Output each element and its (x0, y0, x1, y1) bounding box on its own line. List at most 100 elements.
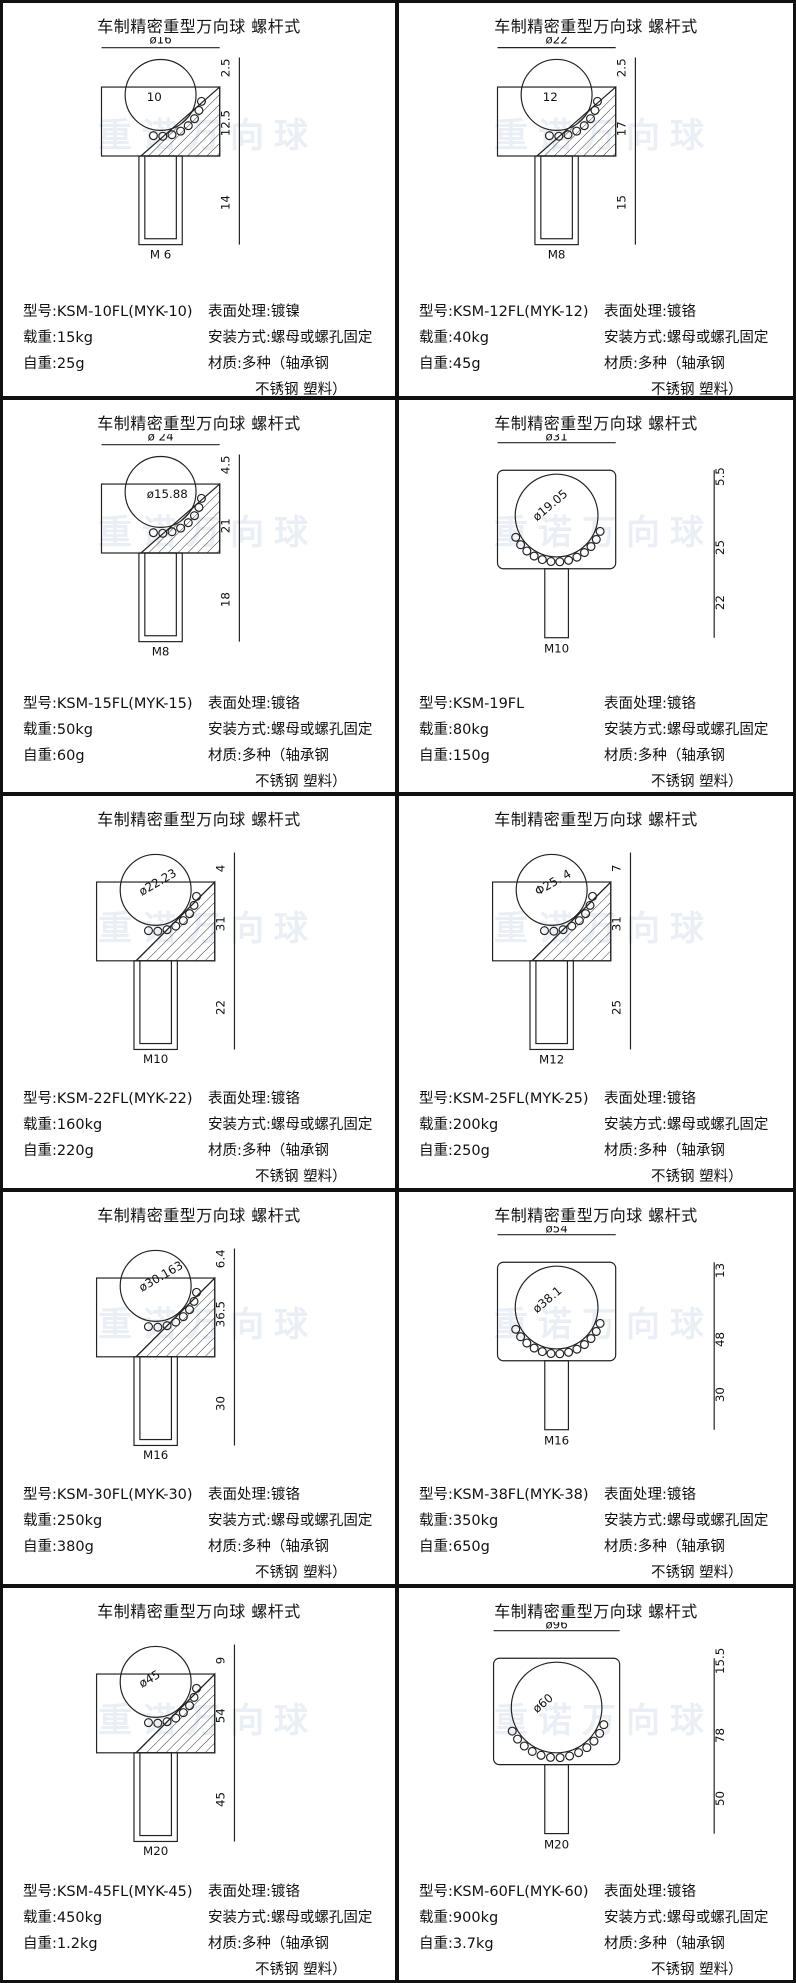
bearing-ball (194, 105, 204, 115)
spec-field: 表面处理:镀铬 (604, 1482, 696, 1508)
spec-field: 材质:多种（轴承钢 (604, 1138, 725, 1164)
spec-field: 自重:220g (23, 1138, 94, 1164)
ball (515, 853, 588, 926)
spec-line: 不锈钢 塑料） (23, 1560, 391, 1584)
ball (119, 853, 192, 926)
base-diameter-label: ø44 (145, 1462, 167, 1464)
body-height-label: 25 (713, 540, 727, 555)
spec-field: 载重:350kg (419, 1508, 498, 1534)
install-value: 螺母或螺孔固定 (666, 1910, 769, 1926)
material-label: 材质: (208, 1143, 242, 1159)
bearing-ball (545, 1752, 556, 1762)
ball (119, 1249, 192, 1322)
bearing-ball (143, 1718, 154, 1728)
spec-field: 安装方式:螺母或螺孔固定 (208, 325, 372, 351)
spec-field: 材质:多种（轴承钢 (604, 351, 725, 377)
bearing-ball (189, 1692, 199, 1702)
material-continued: 不锈钢 塑料） (651, 382, 743, 398)
weight-value: 220g (56, 1143, 94, 1159)
spec-field: 材质:多种（轴承钢 (208, 1931, 329, 1957)
bearing-ball (590, 105, 600, 115)
bearing-ball (522, 546, 532, 556)
bearing-ball (183, 121, 193, 131)
bearing-ball (572, 552, 582, 562)
load-label: 载重: (23, 722, 57, 738)
bearing-ball (191, 1287, 202, 1297)
material-label: 材质: (208, 1539, 242, 1555)
install-label: 安装方式: (604, 722, 667, 738)
spec-line: 不锈钢 塑料） (23, 1164, 391, 1188)
material-value: 多种（轴承钢 (637, 1143, 725, 1159)
product-card: 车制精密重型万向球 螺杆式重诺万向球Φ25. 473125M12ø38型号:KS… (396, 793, 796, 1191)
install-label: 安装方式: (208, 330, 271, 346)
bearing-ball (537, 555, 547, 565)
material-value: 多种（轴承钢 (637, 748, 725, 764)
spec-field: 载重:250kg (23, 1508, 102, 1534)
bearing-ball (599, 1720, 609, 1730)
body-height-label: 31 (214, 916, 228, 931)
bearing-ball (572, 126, 582, 136)
surface-label: 表面处理: (208, 304, 271, 320)
spec-line: 不锈钢 塑料） (419, 1560, 789, 1584)
spec-field: 型号:KSM-60FL(MYK-60) (419, 1879, 589, 1905)
product-title: 车制精密重型万向球 螺杆式 (97, 414, 301, 433)
material-value: 多种（轴承钢 (241, 748, 329, 764)
install-value: 螺母或螺孔固定 (666, 1117, 769, 1133)
product-title: 车制精密重型万向球 螺杆式 (97, 17, 301, 36)
bearing-ball (178, 916, 188, 926)
bearing-ball (595, 1318, 605, 1328)
spec-field: 材质:多种（轴承钢 (208, 1534, 329, 1560)
product-card: 车制精密重型万向球 螺杆式重诺万向球ø30.1636.436.530M16ø44… (0, 1189, 398, 1587)
bearing-ball (592, 96, 602, 106)
spec-field: 自重:45g (419, 351, 481, 377)
spec-field: 表面处理:镀铬 (604, 1879, 696, 1905)
load-value: 250kg (56, 1513, 103, 1529)
bearing-ball (511, 532, 521, 542)
model-label: 型号: (419, 304, 453, 320)
spec-line: 型号:KSM-60FL(MYK-60) 表面处理:镀铬 (419, 1879, 789, 1905)
install-value: 螺母或螺孔固定 (666, 1513, 769, 1529)
stud-length-label: 22 (214, 1000, 228, 1015)
weight-value: 250g (452, 1143, 490, 1159)
bearing-ball (191, 1683, 202, 1693)
bearing-ball (148, 528, 158, 538)
housing-body (492, 1657, 621, 1766)
stud-length-label: 15 (615, 195, 629, 210)
spec-field: 载重:40kg (419, 325, 489, 351)
bearing-ball (153, 1718, 163, 1728)
spec-field: 载重:80kg (419, 717, 489, 743)
ball-diameter-label: ø60 (530, 1691, 556, 1716)
surface-label: 表面处理: (208, 1091, 271, 1107)
load-label: 载重: (419, 722, 453, 738)
spec-field: 型号:KSM-22FL(MYK-22) (23, 1086, 193, 1112)
spec-line: 不锈钢 塑料） (419, 1164, 789, 1188)
material-continued: 不锈钢 塑料） (651, 1962, 743, 1978)
bearing-ball (585, 114, 596, 124)
spec-field: 表面处理:镀铬 (208, 1879, 300, 1905)
ball-diameter-label: ø15.88 (147, 487, 188, 501)
bearing-ball (585, 900, 595, 910)
spec-field: 载重:900kg (419, 1905, 498, 1931)
stud-length-label: 30 (214, 1396, 228, 1411)
bearing-ball (591, 1326, 601, 1336)
thread-label: M16 (544, 1433, 569, 1447)
stud-length-label: 50 (713, 1791, 727, 1806)
bearing-ball (189, 1296, 199, 1306)
surface-label: 表面处理: (604, 304, 667, 320)
install-value: 螺母或螺孔固定 (270, 1117, 373, 1133)
material-continued: 不锈钢 塑料） (651, 774, 743, 790)
weight-value: 25g (56, 356, 85, 372)
spec-field: 表面处理:镀铬 (208, 1482, 300, 1508)
product-title: 车制精密重型万向球 螺杆式 (494, 1206, 698, 1225)
threaded-stud (544, 568, 570, 639)
